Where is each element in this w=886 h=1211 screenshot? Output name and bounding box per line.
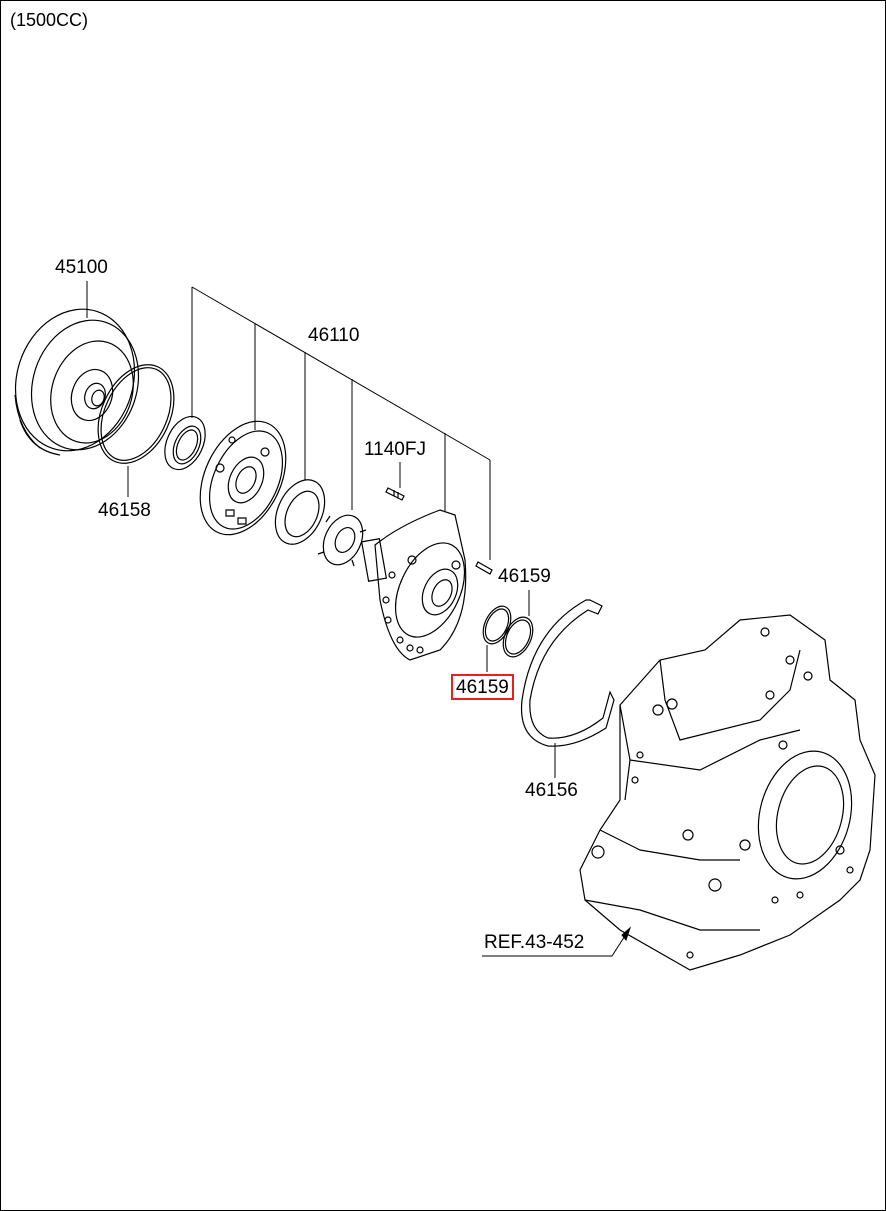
callout-46159-selected[interactable]: 46159 (451, 674, 514, 700)
gasket-46156[interactable] (522, 600, 614, 746)
leader-lines (87, 281, 630, 956)
callout-46156[interactable]: 46156 (525, 780, 578, 801)
o-ring-46158[interactable] (83, 353, 189, 476)
callout-1140fj[interactable]: 1140FJ (364, 439, 426, 460)
bolt-1140fj[interactable] (386, 488, 404, 500)
pump-body[interactable] (362, 510, 479, 660)
callout-46159-upper[interactable]: 46159 (498, 566, 551, 587)
torque-converter[interactable] (0, 294, 155, 467)
small-bolt[interactable] (476, 562, 492, 574)
pump-cover[interactable] (183, 408, 303, 549)
engine-variant-label: (1500CC) (10, 10, 89, 30)
callout-46110[interactable]: 46110 (308, 325, 360, 346)
outer-gear[interactable] (266, 472, 335, 552)
oil-seal[interactable] (157, 410, 213, 476)
callout-ref-43-452[interactable]: REF.43-452 (484, 932, 585, 953)
inner-gear[interactable] (316, 509, 371, 571)
seal-ring-pair[interactable] (478, 602, 539, 662)
transmission-case[interactable] (580, 615, 875, 970)
callout-45100[interactable]: 45100 (55, 257, 108, 278)
callout-46158[interactable]: 46158 (98, 500, 151, 521)
